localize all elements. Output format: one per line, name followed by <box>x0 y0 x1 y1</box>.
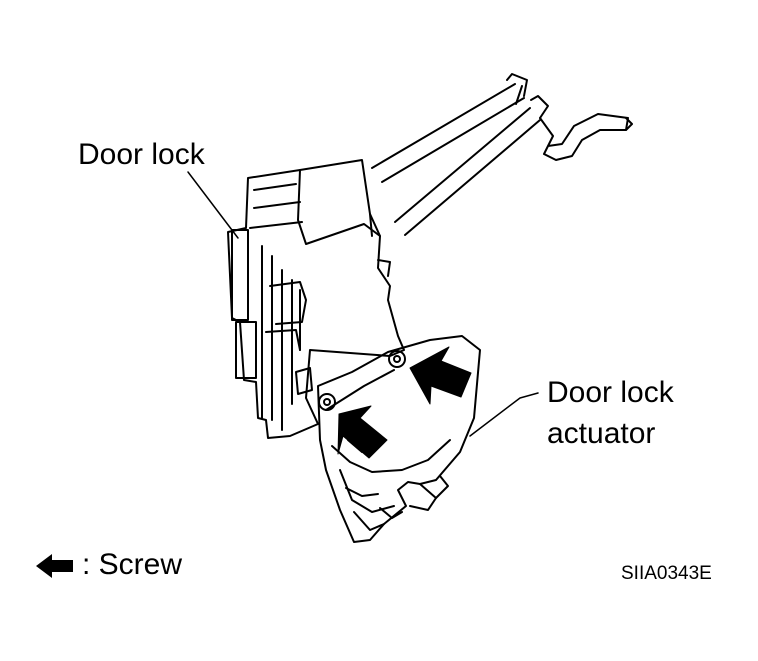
screw-arrow-bottom <box>337 405 388 459</box>
actuator-body <box>317 335 481 543</box>
door-lock-body <box>227 159 405 439</box>
actuator-label-line2: actuator <box>547 417 656 450</box>
figure-code: SIIA0343E <box>621 563 712 584</box>
door-lock-label: Door lock <box>78 138 205 171</box>
control-rods <box>371 73 633 236</box>
screw-bottom <box>318 393 336 411</box>
legend-screw-label: : Screw <box>82 548 183 581</box>
screw-arrow-top <box>409 346 472 405</box>
filled-arrow-icon <box>36 554 73 578</box>
leader-actuator <box>469 392 539 437</box>
screw-top <box>388 350 406 368</box>
leader-door-lock <box>187 171 239 239</box>
actuator-label-line1: Door lock <box>547 376 674 409</box>
